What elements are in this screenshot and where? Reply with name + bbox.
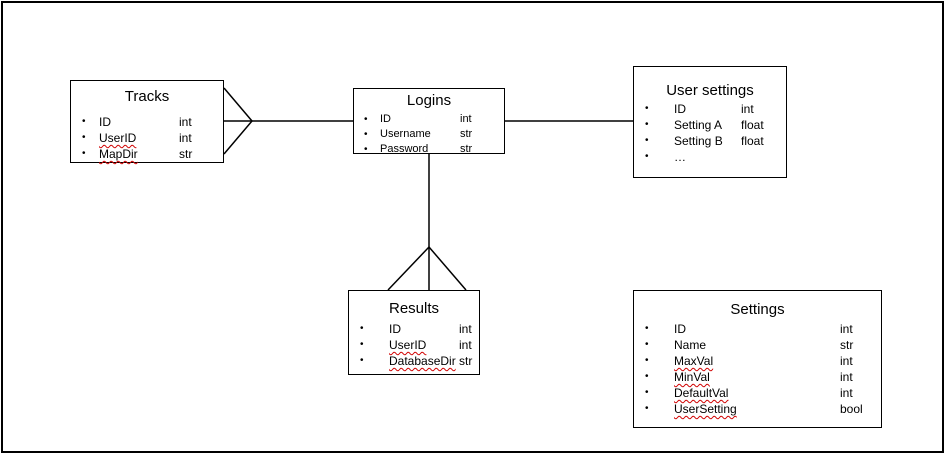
field-list: • ID int • Name str • MaxVal int • MinVa… <box>634 321 881 417</box>
field-name: Setting A <box>674 118 723 132</box>
field-row: • ID int <box>354 112 504 127</box>
crowsfoot-results-left <box>387 246 430 291</box>
bullet-icon: • <box>645 371 649 382</box>
bullet-icon: • <box>645 103 649 114</box>
field-row: • ID int <box>634 101 786 117</box>
field-row: • … <box>634 149 786 165</box>
field-row: • Setting A float <box>634 117 786 133</box>
field-type: int <box>840 386 853 400</box>
field-list: • ID int • UserID int • DatabaseDir str <box>349 321 479 369</box>
field-row: • DefaultVal int <box>634 385 881 401</box>
field-row: • Setting B float <box>634 133 786 149</box>
field-name: ID <box>389 322 401 336</box>
field-type: bool <box>840 402 863 416</box>
field-type: int <box>840 354 853 368</box>
field-name: Name <box>674 338 707 352</box>
field-type: str <box>460 128 473 140</box>
field-name: ID <box>674 322 686 336</box>
entity-results: Results • ID int • UserID int • Database… <box>348 290 480 375</box>
field-row: • Username str <box>354 127 504 142</box>
field-name: ID <box>674 102 686 116</box>
field-row: • Name str <box>634 337 881 353</box>
field-row: • Password str <box>354 142 504 157</box>
field-row: • MaxVal int <box>634 353 881 369</box>
bullet-icon: • <box>645 403 649 414</box>
bullet-icon: • <box>360 323 364 334</box>
bullet-icon: • <box>645 355 649 366</box>
field-name: Username <box>380 128 431 140</box>
field-row: • ID int <box>634 321 881 337</box>
crowsfoot-results-right <box>428 246 467 291</box>
field-list: • ID int • Username str • Password str <box>354 112 504 157</box>
entity-title: Settings <box>730 301 785 318</box>
entity-logins: Logins • ID int • Username str • Passwor… <box>353 88 505 157</box>
field-name: Setting B <box>674 134 723 148</box>
bullet-icon: • <box>364 144 368 155</box>
field-type: int <box>460 113 472 125</box>
field-row: • ID int <box>71 114 223 130</box>
field-type: int <box>741 102 754 116</box>
entity-user-settings: User settings • ID int • Setting A float… <box>633 66 787 178</box>
field-type: str <box>460 143 473 155</box>
field-name: UserSetting <box>674 402 737 416</box>
crowsfoot-tracks-lower <box>223 120 253 155</box>
crowsfoot-tracks-upper <box>223 87 253 122</box>
field-row: • UserSetting bool <box>634 401 881 417</box>
field-type: str <box>840 338 854 352</box>
bullet-icon: • <box>645 323 649 334</box>
field-list: • ID int • UserID int • MapDir str <box>71 114 223 162</box>
field-type: str <box>459 354 473 368</box>
field-name: Password <box>380 143 429 155</box>
entity-title: Results <box>388 300 440 317</box>
field-row: • DatabaseDir str <box>349 353 479 369</box>
bullet-icon: • <box>364 129 368 140</box>
field-row: • UserID int <box>71 130 223 146</box>
field-row: • MapDir str <box>71 146 223 162</box>
field-type: int <box>179 131 192 145</box>
entity-tracks: Tracks • ID int • UserID int • MapDir st… <box>70 80 224 163</box>
bullet-icon: • <box>645 119 649 130</box>
field-name: DefaultVal <box>674 386 729 400</box>
field-name: … <box>674 150 686 164</box>
field-type: float <box>741 118 764 132</box>
bullet-icon: • <box>82 148 86 159</box>
bullet-icon: • <box>82 116 86 127</box>
entity-title: Logins <box>406 92 452 109</box>
field-name: MinVal <box>674 370 710 384</box>
bullet-icon: • <box>645 387 649 398</box>
field-name: MaxVal <box>674 354 714 368</box>
field-row: • UserID int <box>349 337 479 353</box>
bullet-icon: • <box>360 339 364 350</box>
field-type: int <box>459 338 472 352</box>
bullet-icon: • <box>364 114 368 125</box>
bullet-icon: • <box>645 135 649 146</box>
field-name: ID <box>99 115 111 129</box>
field-name: ID <box>380 113 391 125</box>
bullet-icon: • <box>645 151 649 162</box>
field-type: str <box>179 147 193 161</box>
entity-settings: Settings • ID int • Name str • MaxVal in… <box>633 290 882 428</box>
field-type: int <box>179 115 192 129</box>
field-name: MapDir <box>99 147 138 161</box>
field-name: UserID <box>99 131 137 145</box>
field-type: int <box>840 322 853 336</box>
field-list: • ID int • Setting A float • Setting B f… <box>634 101 786 165</box>
entity-title: Tracks <box>124 88 170 105</box>
entity-title: User settings <box>666 82 754 99</box>
field-name: UserID <box>389 338 427 352</box>
field-row: • ID int <box>349 321 479 337</box>
field-type: int <box>459 322 472 336</box>
field-row: • MinVal int <box>634 369 881 385</box>
bullet-icon: • <box>82 132 86 143</box>
field-type: int <box>840 370 853 384</box>
bullet-icon: • <box>360 355 364 366</box>
field-type: float <box>741 134 764 148</box>
field-name: DatabaseDir <box>389 354 456 368</box>
bullet-icon: • <box>645 339 649 350</box>
